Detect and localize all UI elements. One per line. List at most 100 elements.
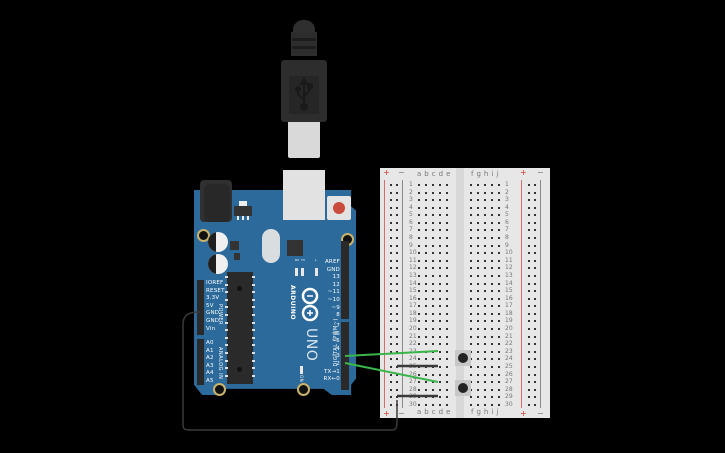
breadboard-hole[interactable] [498, 404, 500, 406]
breadboard-hole[interactable] [484, 245, 486, 247]
breadboard-hole[interactable] [439, 366, 441, 368]
breadboard-hole[interactable] [446, 336, 448, 338]
breadboard-hole[interactable] [418, 381, 420, 383]
breadboard-hole[interactable] [534, 298, 536, 300]
breadboard-hole[interactable] [484, 214, 486, 216]
breadboard-hole[interactable] [418, 290, 420, 292]
breadboard-hole[interactable] [446, 389, 448, 391]
breadboard-hole[interactable] [477, 389, 479, 391]
digital-header-top[interactable] [341, 241, 349, 319]
breadboard-hole[interactable] [484, 260, 486, 262]
breadboard-hole[interactable] [528, 192, 530, 194]
breadboard-hole[interactable] [432, 313, 434, 315]
breadboard-hole[interactable] [418, 237, 420, 239]
breadboard-hole[interactable] [390, 374, 392, 376]
breadboard-hole[interactable] [439, 199, 441, 201]
breadboard-hole[interactable] [491, 184, 493, 186]
breadboard-hole[interactable] [491, 260, 493, 262]
breadboard-hole[interactable] [491, 275, 493, 277]
breadboard-hole[interactable] [425, 374, 427, 376]
breadboard-hole[interactable] [528, 184, 530, 186]
breadboard-hole[interactable] [439, 320, 441, 322]
breadboard-hole[interactable] [498, 374, 500, 376]
breadboard-hole[interactable] [534, 396, 536, 398]
breadboard-hole[interactable] [484, 305, 486, 307]
breadboard-hole[interactable] [432, 305, 434, 307]
breadboard-hole[interactable] [484, 229, 486, 231]
breadboard-hole[interactable] [470, 199, 472, 201]
breadboard-hole[interactable] [528, 245, 530, 247]
breadboard-hole[interactable] [446, 237, 448, 239]
breadboard-hole[interactable] [470, 252, 472, 254]
breadboard-hole[interactable] [396, 389, 398, 391]
breadboard-hole[interactable] [418, 214, 420, 216]
breadboard-hole[interactable] [418, 229, 420, 231]
breadboard-hole[interactable] [484, 366, 486, 368]
breadboard-hole[interactable] [470, 343, 472, 345]
breadboard-hole[interactable] [498, 305, 500, 307]
breadboard-hole[interactable] [396, 229, 398, 231]
breadboard-hole[interactable] [425, 283, 427, 285]
breadboard-hole[interactable] [491, 320, 493, 322]
breadboard-hole[interactable] [534, 404, 536, 406]
breadboard-hole[interactable] [390, 336, 392, 338]
breadboard-hole[interactable] [418, 207, 420, 209]
breadboard-hole[interactable] [432, 184, 434, 186]
breadboard-hole[interactable] [477, 290, 479, 292]
breadboard-hole[interactable] [484, 313, 486, 315]
breadboard-hole[interactable] [439, 404, 441, 406]
breadboard-hole[interactable] [439, 252, 441, 254]
breadboard-hole[interactable] [534, 222, 536, 224]
breadboard-hole[interactable] [432, 237, 434, 239]
breadboard-hole[interactable] [498, 366, 500, 368]
breadboard-hole[interactable] [425, 207, 427, 209]
breadboard-hole[interactable] [432, 290, 434, 292]
breadboard-hole[interactable] [498, 260, 500, 262]
breadboard-hole[interactable] [446, 275, 448, 277]
breadboard-hole[interactable] [425, 313, 427, 315]
breadboard-hole[interactable] [396, 260, 398, 262]
breadboard-hole[interactable] [498, 267, 500, 269]
breadboard-hole[interactable] [470, 374, 472, 376]
breadboard-hole[interactable] [534, 351, 536, 353]
pushbutton-1-cap[interactable] [458, 353, 468, 363]
breadboard-hole[interactable] [484, 184, 486, 186]
breadboard-hole[interactable] [477, 245, 479, 247]
breadboard-hole[interactable] [528, 252, 530, 254]
breadboard-hole[interactable] [396, 222, 398, 224]
breadboard-hole[interactable] [425, 260, 427, 262]
breadboard-hole[interactable] [390, 199, 392, 201]
breadboard-hole[interactable] [390, 343, 392, 345]
breadboard-hole[interactable] [491, 366, 493, 368]
breadboard-hole[interactable] [534, 229, 536, 231]
breadboard-hole[interactable] [418, 313, 420, 315]
breadboard-hole[interactable] [477, 366, 479, 368]
breadboard-hole[interactable] [432, 267, 434, 269]
breadboard-hole[interactable] [446, 305, 448, 307]
breadboard-hole[interactable] [491, 305, 493, 307]
breadboard-hole[interactable] [432, 260, 434, 262]
breadboard-hole[interactable] [484, 199, 486, 201]
breadboard-hole[interactable] [491, 351, 493, 353]
breadboard-hole[interactable] [491, 358, 493, 360]
breadboard-hole[interactable] [534, 358, 536, 360]
breadboard-hole[interactable] [528, 214, 530, 216]
breadboard-hole[interactable] [390, 260, 392, 262]
breadboard-hole[interactable] [534, 389, 536, 391]
arduino-uno-board[interactable] [194, 190, 356, 395]
pushbutton-2[interactable] [455, 380, 471, 396]
breadboard-hole[interactable] [418, 343, 420, 345]
breadboard-hole[interactable] [484, 320, 486, 322]
breadboard-hole[interactable] [425, 358, 427, 360]
breadboard-hole[interactable] [390, 252, 392, 254]
breadboard-hole[interactable] [498, 222, 500, 224]
breadboard-hole[interactable] [425, 184, 427, 186]
breadboard-hole[interactable] [528, 283, 530, 285]
breadboard-hole[interactable] [390, 298, 392, 300]
breadboard-hole[interactable] [425, 320, 427, 322]
breadboard-hole[interactable] [439, 192, 441, 194]
breadboard-hole[interactable] [432, 283, 434, 285]
breadboard-hole[interactable] [432, 207, 434, 209]
breadboard-hole[interactable] [425, 252, 427, 254]
breadboard-hole[interactable] [534, 381, 536, 383]
